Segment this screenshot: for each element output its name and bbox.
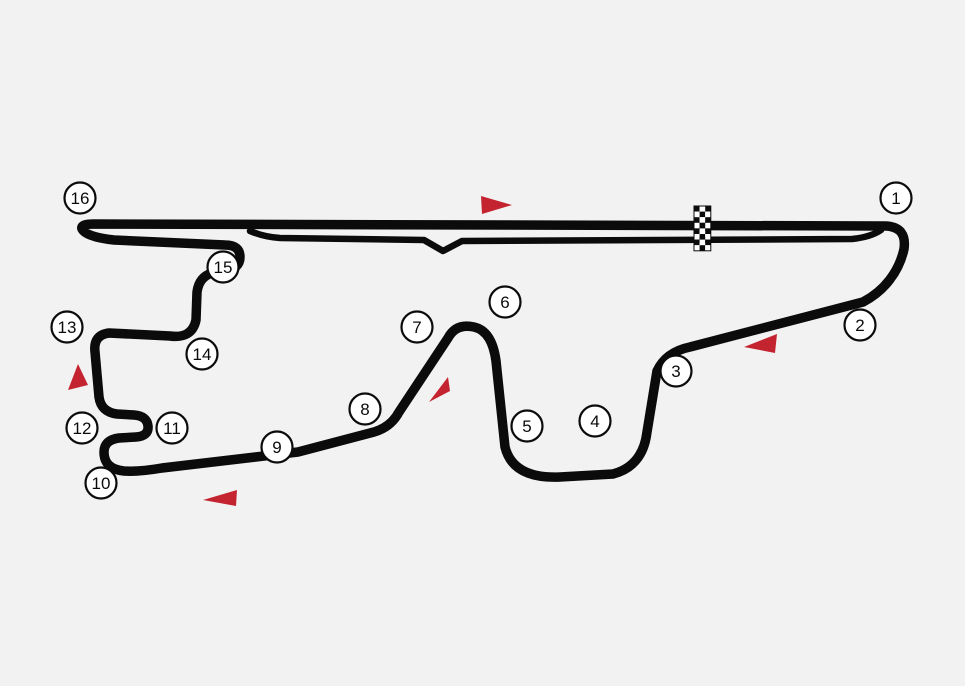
start-finish-checker-cell <box>694 234 700 240</box>
corner-number: 4 <box>590 412 599 431</box>
corner-number: 2 <box>855 316 864 335</box>
corner-number: 10 <box>92 474 111 493</box>
start-finish-checker-cell <box>705 211 711 218</box>
start-finish-checker-cell <box>705 206 711 212</box>
corner-marker-1: 1 <box>879 181 913 215</box>
start-finish-checker-cell <box>694 217 700 223</box>
corner-marker-9: 9 <box>260 430 294 464</box>
corner-circle <box>84 466 118 500</box>
corner-marker-11: 11 <box>155 411 189 445</box>
corner-number: 16 <box>71 189 90 208</box>
start-finish-checker-cell <box>705 239 711 246</box>
corner-circle <box>488 285 522 319</box>
start-finish-checker-cell <box>694 211 700 218</box>
corner-marker-15: 15 <box>206 250 240 284</box>
corner-marker-6: 6 <box>488 285 522 319</box>
corner-marker-12: 12 <box>65 411 99 445</box>
corner-circle <box>50 310 84 344</box>
corner-circle <box>510 409 544 443</box>
corner-marker-10: 10 <box>84 466 118 500</box>
corner-number: 11 <box>163 419 181 438</box>
corner-circle <box>659 354 693 388</box>
direction-arrow-turn9-10 <box>203 490 237 506</box>
start-finish-checker-cell <box>699 234 706 240</box>
direction-arrows <box>68 196 777 506</box>
start-finish-checker-cell <box>699 206 706 212</box>
corner-circle <box>155 411 189 445</box>
corner-circle <box>65 411 99 445</box>
corner-marker-14: 14 <box>185 337 219 371</box>
corner-number: 5 <box>522 417 531 436</box>
corner-circle <box>206 250 240 284</box>
corner-circle <box>843 308 877 342</box>
corner-marker-4: 4 <box>578 404 612 438</box>
start-finish-checker-cell <box>705 217 711 223</box>
start-finish-checker-cell <box>694 239 700 246</box>
corner-number: 15 <box>214 258 233 277</box>
direction-arrow-main-straight <box>481 196 512 214</box>
corner-number: 9 <box>272 438 281 457</box>
direction-arrow-turn7-8 <box>429 377 450 402</box>
corner-number: 1 <box>891 189 900 208</box>
pit-lane <box>246 226 885 255</box>
start-finish-checker-cell <box>705 234 711 240</box>
start-finish-checker-cell <box>699 217 706 223</box>
corner-number: 14 <box>193 345 212 364</box>
corner-number: 8 <box>360 400 369 419</box>
corner-marker-5: 5 <box>510 409 544 443</box>
corner-marker-2: 2 <box>843 308 877 342</box>
direction-arrow-turn12-13 <box>68 364 88 390</box>
start-finish-checker-cell <box>705 222 711 229</box>
corner-circle <box>578 404 612 438</box>
start-finish-line <box>693 205 712 252</box>
corner-circle <box>348 392 382 426</box>
corner-marker-13: 13 <box>50 310 84 344</box>
start-finish-checker-cell <box>699 228 706 234</box>
corner-marker-16: 16 <box>63 181 97 215</box>
corner-circle <box>400 310 434 344</box>
corner-number: 13 <box>58 318 77 337</box>
corner-number: 12 <box>73 419 92 438</box>
corner-marker-8: 8 <box>348 392 382 426</box>
corner-circle <box>260 430 294 464</box>
start-finish-checker-cell <box>699 245 706 251</box>
corner-circle <box>63 181 97 215</box>
corner-number: 3 <box>671 362 680 381</box>
corner-marker-7: 7 <box>400 310 434 344</box>
start-finish-checker-cell <box>699 211 706 218</box>
corner-circle <box>185 337 219 371</box>
direction-arrow-turn2-3 <box>744 334 777 353</box>
start-finish-border <box>693 205 712 252</box>
corner-number: 6 <box>500 293 509 312</box>
corner-number: 7 <box>412 318 421 337</box>
start-finish-checker-cell <box>694 222 700 229</box>
start-finish-checker-cell <box>705 245 711 251</box>
start-finish-checker-cell <box>699 222 706 229</box>
start-finish-checker-cell <box>694 245 700 251</box>
start-finish-checker-cell <box>705 228 711 234</box>
start-finish-checker-cell <box>694 228 700 234</box>
start-finish-checker-cell <box>699 239 706 246</box>
corner-marker-3: 3 <box>659 354 693 388</box>
start-finish-checker-cell <box>694 206 700 212</box>
corner-circle <box>879 181 913 215</box>
